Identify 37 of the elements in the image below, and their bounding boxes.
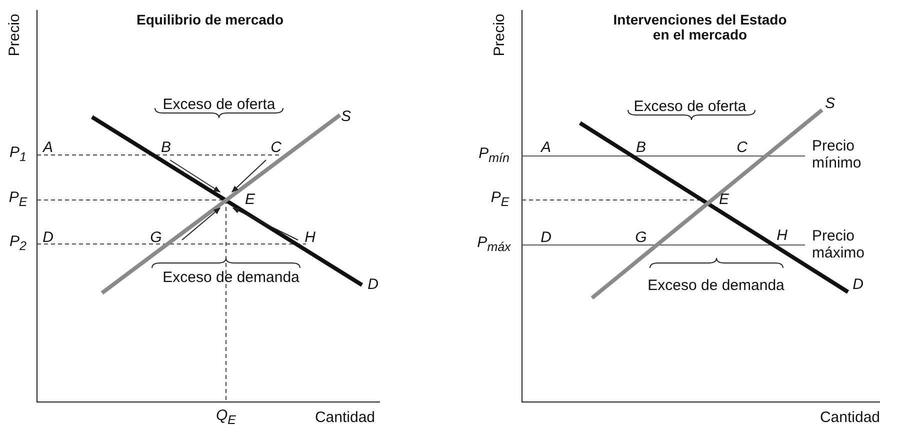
curve-label: D xyxy=(368,276,378,294)
point-label: G xyxy=(635,230,647,246)
price-label: P$_{E}$ xyxy=(8,190,28,210)
curve-label: D xyxy=(852,276,864,294)
point-label: B xyxy=(161,140,171,156)
chart-title: Intervenciones del Estado en el mercado xyxy=(612,12,788,44)
point-label: D xyxy=(42,230,54,246)
brace-label: Exceso de oferta xyxy=(162,96,276,114)
brace-label: Exceso de oferta xyxy=(634,98,746,116)
point-label: E xyxy=(245,192,255,208)
point-label: B xyxy=(636,140,646,156)
point-label: D xyxy=(540,230,552,246)
price-label: P$_{2}$ xyxy=(10,234,26,254)
chart-title: Equilibrio de mercado xyxy=(136,12,284,28)
point-label: C xyxy=(736,140,748,156)
point-label: E xyxy=(719,192,729,208)
point-label: G xyxy=(150,230,162,246)
price-label: P$_{E}$ xyxy=(490,190,510,210)
quantity-label: Q$_{E}$ xyxy=(216,408,236,428)
point-label: A xyxy=(43,140,53,156)
brace-label: Exceso de demanda xyxy=(162,270,300,286)
curve-label: S xyxy=(341,108,351,126)
curve-label: S xyxy=(825,96,835,112)
point-label: H xyxy=(304,230,316,246)
axis-label: Cantidad xyxy=(314,410,376,426)
axis-label: Precio xyxy=(492,14,508,56)
line-label: Precio máximo xyxy=(812,228,866,262)
point-label: A xyxy=(541,140,551,156)
point-label: C xyxy=(270,140,282,156)
line-label: Precio mínimo xyxy=(812,138,862,172)
price-label: P$_{mín}$ xyxy=(478,146,510,166)
price-label: P$_{máx}$ xyxy=(477,235,511,255)
axis-label: Precio xyxy=(6,14,24,56)
price-label: P$_{1}$ xyxy=(10,145,26,165)
axis-label: Cantidad xyxy=(820,410,880,426)
brace-label: Exceso de demanda xyxy=(648,278,784,294)
point-label: H xyxy=(776,228,788,244)
